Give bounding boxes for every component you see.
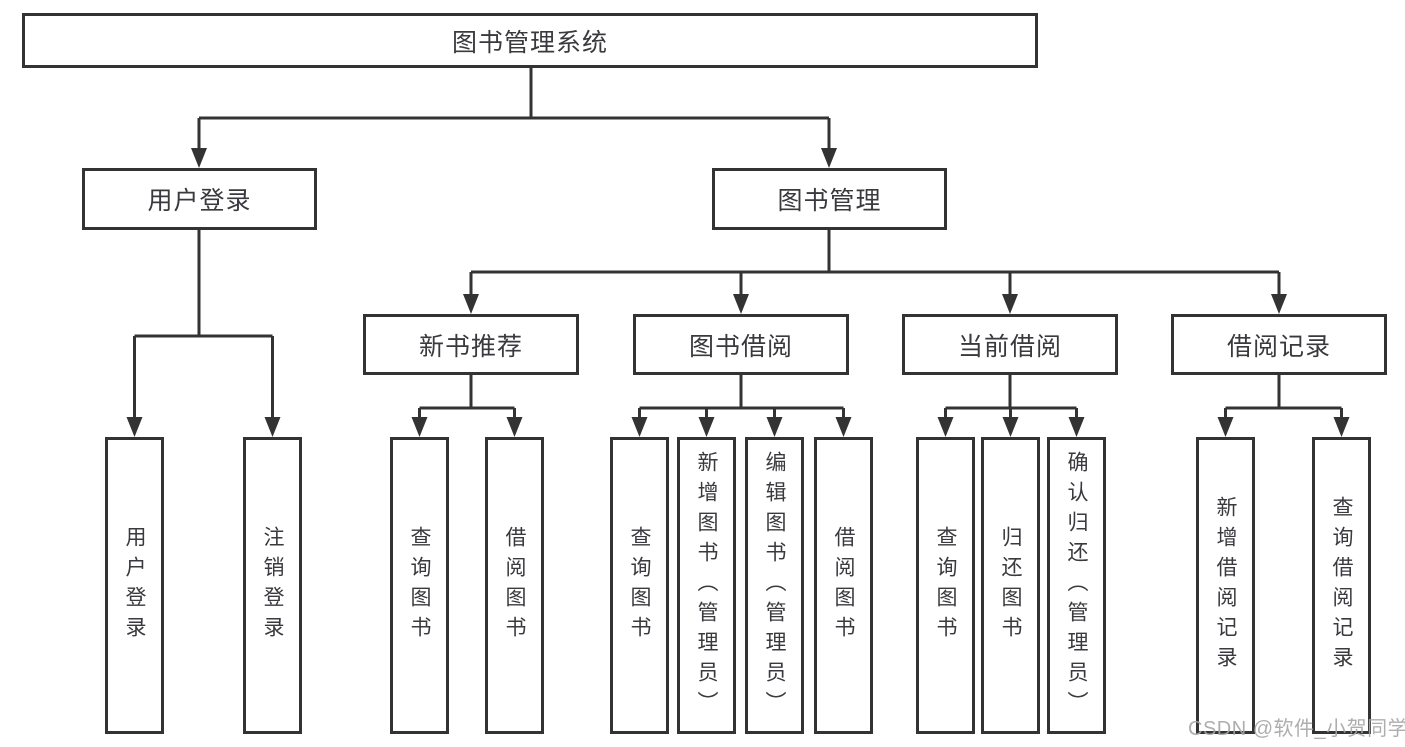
leaf-logout-login: 注销登录 [243, 437, 302, 734]
connector-book-management-sections [463, 230, 1287, 314]
connector-user-login-children [126, 230, 281, 437]
csdn-watermark: CSDN @软件_小贺同学 [1188, 718, 1405, 740]
leaf-query-borrow-record: 查询借阅记录 [1312, 437, 1371, 734]
arrowhead-icon [835, 417, 852, 437]
leaf-label: 查询图书 [628, 525, 651, 646]
leaf-label: 查询借阅记录 [1330, 495, 1353, 676]
leaf-query-books-3: 查询图书 [916, 437, 975, 734]
arrowhead-icon [1002, 294, 1018, 314]
leaf-query-books-2: 查询图书 [610, 437, 669, 734]
arrowhead-icon [937, 417, 954, 437]
leaf-return-books: 归还图书 [981, 437, 1040, 734]
leaf-confirm-return-admin: 确认归还（管理员） [1047, 437, 1106, 734]
arrowhead-icon [191, 148, 207, 168]
connector-borrow-records-children [1217, 375, 1350, 437]
arrowhead-icon [733, 294, 749, 314]
leaf-label: 新增借阅记录 [1214, 495, 1237, 676]
arrowhead-icon [766, 417, 783, 437]
node-user-login: 用户登录 [82, 168, 317, 230]
connector-book-borrowing-children [631, 375, 852, 437]
connector-line [1224, 375, 1343, 417]
connector-current-borrowing-children [937, 375, 1085, 437]
leaf-label: 查询图书 [408, 525, 431, 646]
node-current-borrowing: 当前借阅 [902, 314, 1118, 375]
leaf-add-borrow-record: 新增借阅记录 [1196, 437, 1255, 734]
arrowhead-icon [1068, 417, 1085, 437]
arrowhead-icon [126, 417, 143, 437]
connector-line [638, 375, 845, 417]
arrowhead-icon [698, 417, 715, 437]
leaf-label: 查询图书 [934, 525, 957, 646]
connector-line [133, 230, 274, 417]
leaf-label: 编辑图书（管理员） [763, 450, 786, 721]
leaf-label: 新增图书（管理员） [695, 450, 718, 721]
leaf-label: 用户登录 [123, 525, 146, 646]
leaf-user-login: 用户登录 [105, 437, 164, 734]
connector-new-book-children [411, 375, 523, 437]
node-book-management: 图书管理 [712, 168, 947, 230]
arrowhead-icon [506, 417, 523, 437]
arrowhead-icon [1217, 417, 1234, 437]
node-root-library-system: 图书管理系统 [22, 13, 1038, 68]
arrowhead-icon [1271, 294, 1287, 314]
arrowhead-icon [463, 294, 479, 314]
connector-line [469, 230, 1281, 294]
connector-root-to-level2 [191, 68, 837, 168]
node-new-book-recommend: 新书推荐 [363, 314, 579, 375]
leaf-query-books: 查询图书 [390, 437, 449, 734]
node-borrow-records: 借阅记录 [1171, 314, 1387, 375]
leaf-label: 注销登录 [261, 525, 284, 646]
leaf-borrow-books: 借阅图书 [485, 437, 544, 734]
leaf-label: 确认归还（管理员） [1065, 450, 1088, 721]
node-book-borrowing: 图书借阅 [633, 314, 849, 375]
leaf-borrow-books-2: 借阅图书 [814, 437, 873, 734]
arrowhead-icon [821, 148, 837, 168]
arrowhead-icon [1002, 417, 1019, 437]
arrowhead-icon [631, 417, 648, 437]
connector-line [944, 375, 1078, 417]
leaf-label: 借阅图书 [503, 525, 526, 646]
arrowhead-icon [411, 417, 428, 437]
connector-line [197, 68, 831, 148]
connector-line [418, 375, 516, 417]
arrowhead-icon [264, 417, 281, 437]
leaf-add-books-admin: 新增图书（管理员） [677, 437, 736, 734]
leaf-label: 归还图书 [999, 525, 1022, 646]
leaf-edit-books-admin: 编辑图书（管理员） [745, 437, 804, 734]
arrowhead-icon [1333, 417, 1350, 437]
leaf-label: 借阅图书 [832, 525, 855, 646]
